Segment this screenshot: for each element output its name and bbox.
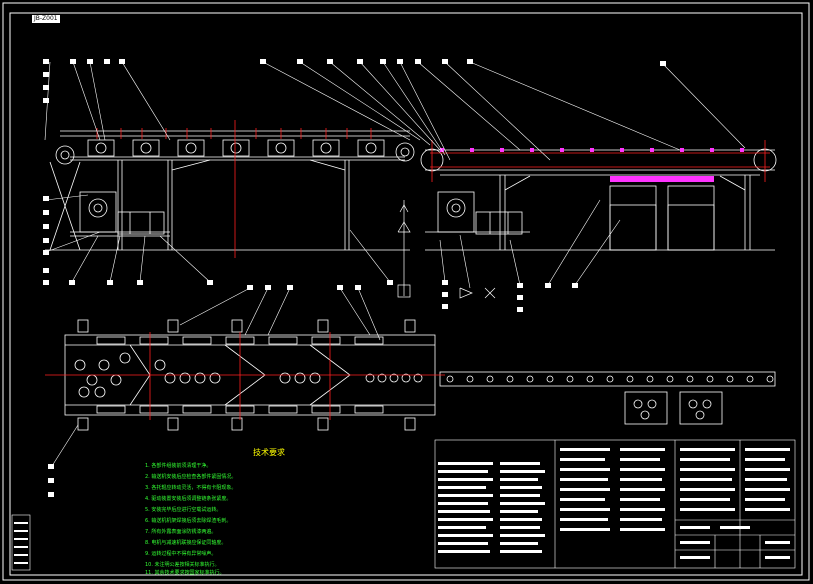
right-elevation — [420, 148, 777, 251]
right-sprocket — [395, 142, 415, 162]
hopper-left — [609, 185, 657, 251]
note-line: 1. 各部件组装前须清理干净。 — [145, 463, 212, 469]
note-line: 9. 运转过程中不得有异常噪声。 — [145, 551, 217, 557]
left-sprocket — [55, 145, 75, 165]
note-line: 10. 未注明公差按相关标准执行。 — [145, 562, 220, 568]
title-block — [11, 439, 796, 571]
notes-title: 技术要求 — [253, 448, 285, 457]
inner-frame — [9, 12, 803, 576]
motor-left — [117, 211, 165, 235]
note-line: 2. 输送机安装后应检查各部件紧固情况。 — [145, 474, 237, 480]
leader-lines — [44, 61, 746, 467]
upper-rollers — [87, 139, 385, 157]
frame-tag: JB-Z001 — [32, 15, 60, 23]
plan-view — [64, 319, 776, 431]
part-tags — [43, 59, 666, 497]
note-line: 6. 输送机机架焊接后须去除焊渣毛刺。 — [145, 518, 232, 524]
motor-right — [475, 211, 523, 235]
note-line: 3. 各托辊应转动灵活，不得有卡阻现象。 — [145, 485, 237, 491]
note-line: 11. 其余技术要求按国家标准执行。 — [145, 570, 225, 576]
note-line: 7. 所有外露表面涂防锈漆两遍。 — [145, 529, 217, 535]
belt-chain — [430, 140, 770, 182]
note-line: 5. 安装完毕后应进行空载试运转。 — [145, 507, 222, 513]
hopper-right — [667, 185, 715, 251]
note-line: 8. 电机与减速机联接应保证同轴度。 — [145, 540, 227, 546]
title-block-text — [14, 448, 790, 564]
left-elevation — [45, 130, 415, 251]
note-line: 4. 驱动装置安装后须调整链条张紧度。 — [145, 496, 232, 502]
